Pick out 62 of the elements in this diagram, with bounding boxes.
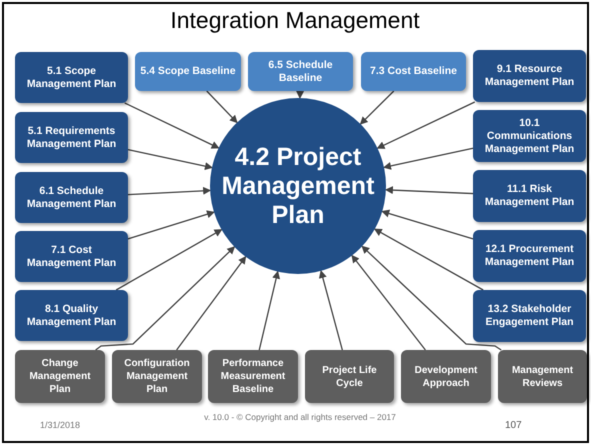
arrow bbox=[128, 186, 212, 196]
arrow bbox=[95, 246, 236, 351]
box-label: 6.1 Schedule Management Plan bbox=[26, 184, 118, 210]
box-label: 4.2 Project Management Plan bbox=[220, 142, 376, 230]
box-label: 13.2 Stakeholder Engagement Plan bbox=[484, 303, 575, 329]
box-label: Change Management Plan bbox=[28, 357, 92, 396]
box-label: 12.1 Procurement Management Plan bbox=[484, 243, 576, 269]
title: Integration Management bbox=[169, 6, 421, 34]
box-label: Performance Measurement Baseline bbox=[220, 357, 286, 396]
box-label: Management Reviews bbox=[510, 364, 574, 390]
process-box bbox=[473, 110, 586, 162]
box-label: 6.5 Schedule Baseline bbox=[267, 58, 334, 84]
input-box bbox=[15, 350, 105, 403]
baseline-box bbox=[361, 52, 466, 91]
box-label: 5.1 Requirements Management Plan bbox=[26, 124, 118, 150]
arrow bbox=[361, 246, 502, 351]
arrow bbox=[124, 102, 220, 149]
process-box bbox=[15, 52, 128, 103]
process-box bbox=[15, 290, 128, 341]
arrow bbox=[128, 210, 215, 240]
input-box bbox=[208, 350, 298, 403]
arrow bbox=[318, 270, 343, 350]
copyright-note: v. 10.0 - © Copyright and all rights reserved – 2017 bbox=[203, 412, 397, 422]
box-label: 8.1 Quality Management Plan bbox=[26, 302, 118, 328]
process-box bbox=[473, 290, 586, 342]
box-label: 7.3 Cost Baseline bbox=[370, 65, 457, 78]
baseline-box bbox=[135, 52, 241, 91]
arrow bbox=[374, 228, 484, 291]
input-box bbox=[498, 350, 587, 403]
arrow bbox=[296, 90, 304, 100]
arrow bbox=[116, 229, 222, 291]
date: 1/31/2018 bbox=[40, 419, 80, 432]
page-number: 107 bbox=[505, 419, 522, 433]
box-label: 5.4 Scope Baseline bbox=[140, 65, 236, 78]
process-box bbox=[15, 231, 128, 282]
box-label: Development Approach bbox=[414, 364, 478, 390]
input-box bbox=[305, 350, 394, 403]
arrow bbox=[351, 254, 426, 350]
arrow bbox=[384, 186, 474, 194]
box-label: Configuration Management Plan bbox=[123, 357, 191, 396]
arrow bbox=[258, 270, 280, 350]
box-label: Project Life Cycle bbox=[321, 364, 378, 390]
box-label: 11.1 Risk Management Plan bbox=[484, 183, 576, 209]
box-label: 10.1 Communications Management Plan bbox=[484, 116, 576, 156]
box-label: 5.1 Scope Management Plan bbox=[26, 64, 118, 90]
arrow bbox=[176, 256, 246, 350]
process-box bbox=[473, 170, 586, 222]
input-box bbox=[401, 350, 491, 403]
arrow bbox=[206, 90, 238, 124]
box-label: 7.1 Cost Management Plan bbox=[26, 244, 118, 270]
process-box bbox=[473, 230, 586, 282]
input-box bbox=[112, 350, 202, 403]
baseline-box bbox=[248, 52, 353, 91]
arrow bbox=[376, 101, 476, 149]
arrow bbox=[381, 210, 474, 240]
box-label: 9.1 Resource Management Plan bbox=[484, 63, 576, 89]
process-box bbox=[15, 112, 128, 163]
process-box bbox=[473, 50, 586, 102]
arrow bbox=[128, 148, 213, 170]
process-box bbox=[15, 172, 128, 223]
arrow bbox=[360, 90, 394, 125]
arrow bbox=[383, 148, 474, 170]
